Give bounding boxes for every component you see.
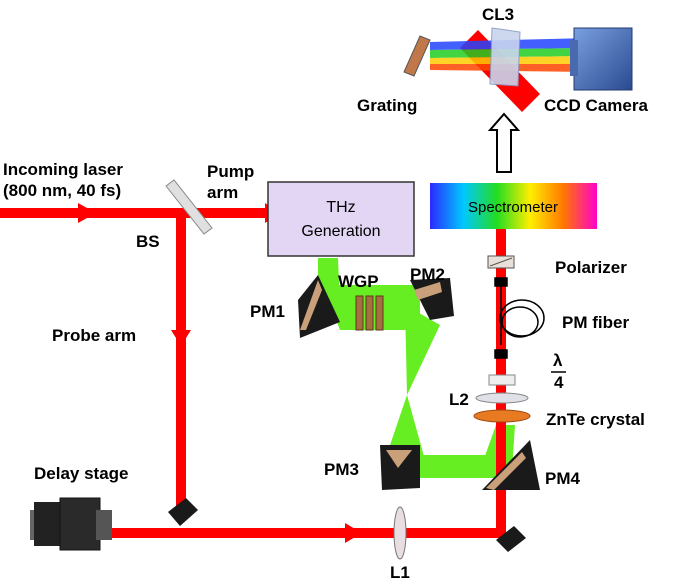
bottom-right-mirror xyxy=(496,526,526,552)
znte-label: ZnTe crystal xyxy=(546,410,645,429)
delay-stage xyxy=(30,497,112,551)
lambda-label: λ xyxy=(553,351,563,370)
delay-stage-label: Delay stage xyxy=(34,464,129,483)
probe-arm-label: Probe arm xyxy=(52,326,136,345)
pump-beam xyxy=(0,208,270,218)
incoming-label-1: Incoming laser xyxy=(3,160,123,179)
pump-label-1: Pump xyxy=(207,162,254,181)
beam-splitter xyxy=(165,179,213,235)
pm4-label: PM4 xyxy=(545,469,581,488)
l2-label: L2 xyxy=(449,390,469,409)
probe-beam-vertical xyxy=(176,213,186,513)
incoming-arrowhead xyxy=(78,203,96,223)
four-label: 4 xyxy=(554,373,564,392)
thz-beam xyxy=(318,258,515,478)
grating-element xyxy=(403,35,431,77)
wgp-polarizer xyxy=(355,295,384,331)
pm2-label: PM2 xyxy=(410,265,445,284)
wgp-label: WGP xyxy=(338,272,379,291)
grating-label: Grating xyxy=(357,96,417,115)
cl3-lens xyxy=(489,27,521,87)
thz-generation-box xyxy=(267,181,415,257)
probe-arrowhead xyxy=(171,330,191,346)
thz-label-line2: Generation xyxy=(301,223,380,240)
pm-fiber-label: PM fiber xyxy=(562,313,629,332)
pm-fiber xyxy=(494,277,545,359)
ccd-camera-icon xyxy=(570,27,633,91)
znte-crystal xyxy=(473,409,531,423)
l1-label: L1 xyxy=(390,563,410,582)
spectrometer-box xyxy=(430,183,597,229)
probe-beam-horizontal xyxy=(95,528,505,538)
cl3-label: CL3 xyxy=(482,5,514,24)
quarter-wave-plate xyxy=(488,374,516,386)
thz-label-line1: THz xyxy=(326,199,355,216)
pm1-mirror xyxy=(298,275,340,338)
probe-arrowhead-2 xyxy=(345,523,362,543)
delay-mirror-1 xyxy=(168,498,198,526)
pm3-mirror xyxy=(380,445,420,490)
l2-lens xyxy=(475,392,529,404)
pm4-mirror xyxy=(482,440,540,490)
pm3-label: PM3 xyxy=(324,460,359,479)
l1-lens xyxy=(393,506,407,560)
pm1-label: PM1 xyxy=(250,302,285,321)
spectrometer-label: Spectrometer xyxy=(468,199,558,216)
polarizer-label: Polarizer xyxy=(555,258,627,277)
up-arrow-icon xyxy=(487,112,521,173)
pump-label-2: arm xyxy=(207,183,238,202)
incoming-label-2: (800 nm, 40 fs) xyxy=(3,181,121,200)
pm2-mirror xyxy=(410,278,454,320)
bs-label: BS xyxy=(136,232,160,251)
ccd-label: CCD Camera xyxy=(544,96,648,115)
